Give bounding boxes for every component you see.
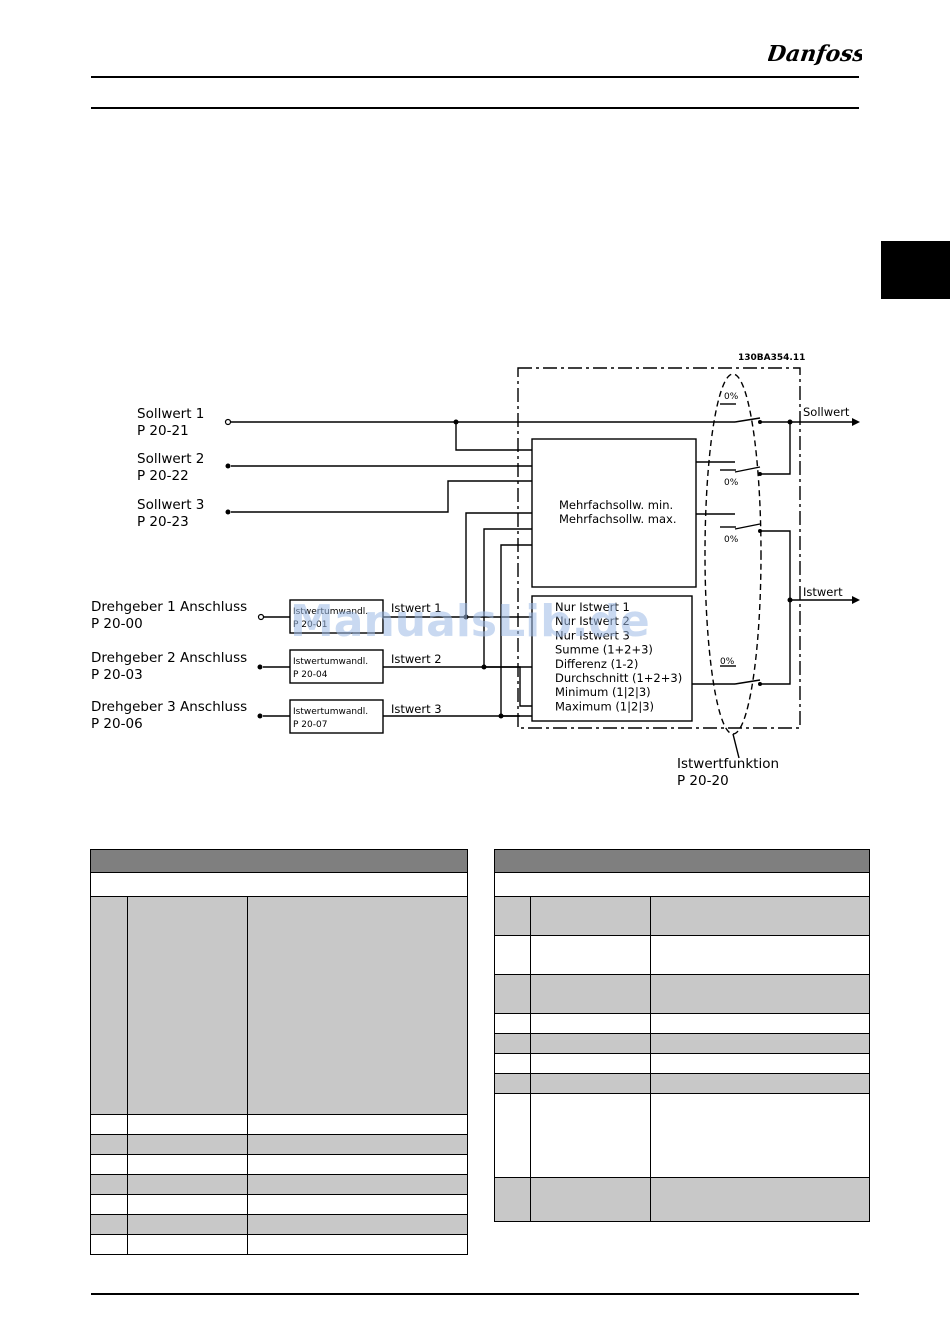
right-table-subheader bbox=[493, 872, 871, 897]
left-table-subheader bbox=[89, 872, 469, 897]
sollwert2-param: P 20-22 bbox=[137, 468, 189, 484]
converter2-param: P 20-04 bbox=[293, 670, 328, 680]
converter2-name: Istwertumwandl. bbox=[293, 657, 368, 667]
drehgeber2-name: Drehgeber 2 Anschluss bbox=[91, 650, 247, 666]
function-option: Minimum (1|2|3) bbox=[555, 685, 651, 699]
multi-setpoint-line2: Mehrfachsollw. max. bbox=[559, 512, 677, 526]
sollwert1-param: P 20-21 bbox=[137, 423, 189, 439]
feedback-diagram: 130BA354.11 Sollwert 1 P 20-21 Sollwert … bbox=[91, 353, 860, 789]
header-rule-top bbox=[91, 76, 859, 78]
left-table-header bbox=[89, 849, 469, 873]
function-option: Nur Istwert 3 bbox=[555, 628, 630, 642]
drehgeber2-param: P 20-03 bbox=[91, 667, 143, 683]
function-option: Differenz (1-2) bbox=[555, 657, 638, 671]
sollwert3-param: P 20-23 bbox=[137, 514, 189, 530]
drehgeber3-name: Drehgeber 3 Anschluss bbox=[91, 699, 247, 715]
drehgeber1-name: Drehgeber 1 Anschluss bbox=[91, 599, 247, 615]
switch2-label: 0% bbox=[724, 478, 739, 488]
danfoss-logo: Danfoss bbox=[768, 41, 862, 67]
feedback1-label: Istwert 1 bbox=[391, 601, 442, 615]
diagram-code: 130BA354.11 bbox=[738, 353, 805, 363]
sollwert3-name: Sollwert 3 bbox=[137, 497, 204, 513]
function-selector-name: Istwertfunktion bbox=[677, 756, 779, 772]
right-table bbox=[493, 849, 871, 1222]
function-option: Nur Istwert 1 bbox=[555, 600, 630, 614]
converter3-name: Istwertumwandl. bbox=[293, 707, 368, 717]
function-list-block bbox=[531, 595, 693, 722]
output-istwert-label: Istwert bbox=[803, 585, 843, 599]
footer-rule bbox=[91, 1293, 859, 1295]
feedback2-label: Istwert 2 bbox=[391, 652, 442, 666]
switch3-label: 0% bbox=[724, 535, 739, 545]
function-option: Durchschnitt (1+2+3) bbox=[555, 671, 682, 685]
function-option: Maximum (1|2|3) bbox=[555, 699, 654, 713]
logo-text: Danfoss bbox=[768, 41, 862, 67]
function-selector-param: P 20-20 bbox=[677, 773, 729, 789]
function-option: Summe (1+2+3) bbox=[555, 643, 653, 657]
converter1-name: Istwertumwandl. bbox=[293, 607, 368, 617]
left-table bbox=[89, 849, 469, 1255]
switch4-label: 0% bbox=[720, 657, 735, 667]
switch1-label: 0% bbox=[724, 392, 739, 402]
multi-setpoint-line1: Mehrfachsollw. min. bbox=[559, 498, 673, 512]
converter3-param: P 20-07 bbox=[293, 720, 327, 730]
sollwert2-name: Sollwert 2 bbox=[137, 451, 204, 467]
header-rule-bottom bbox=[91, 107, 859, 109]
output-sollwert-label: Sollwert bbox=[803, 405, 850, 419]
section-tab bbox=[881, 241, 950, 299]
function-option: Nur Istwert 2 bbox=[555, 614, 630, 628]
watermark: ManualsLib.de bbox=[290, 596, 650, 647]
right-table-header bbox=[493, 849, 871, 873]
controller-boundary bbox=[517, 367, 801, 729]
feedback3-label: Istwert 3 bbox=[391, 702, 442, 716]
drehgeber3-param: P 20-06 bbox=[91, 716, 143, 732]
sollwert1-name: Sollwert 1 bbox=[137, 406, 204, 422]
drehgeber1-param: P 20-00 bbox=[91, 616, 143, 632]
converter1-param: P 20-01 bbox=[293, 620, 327, 630]
